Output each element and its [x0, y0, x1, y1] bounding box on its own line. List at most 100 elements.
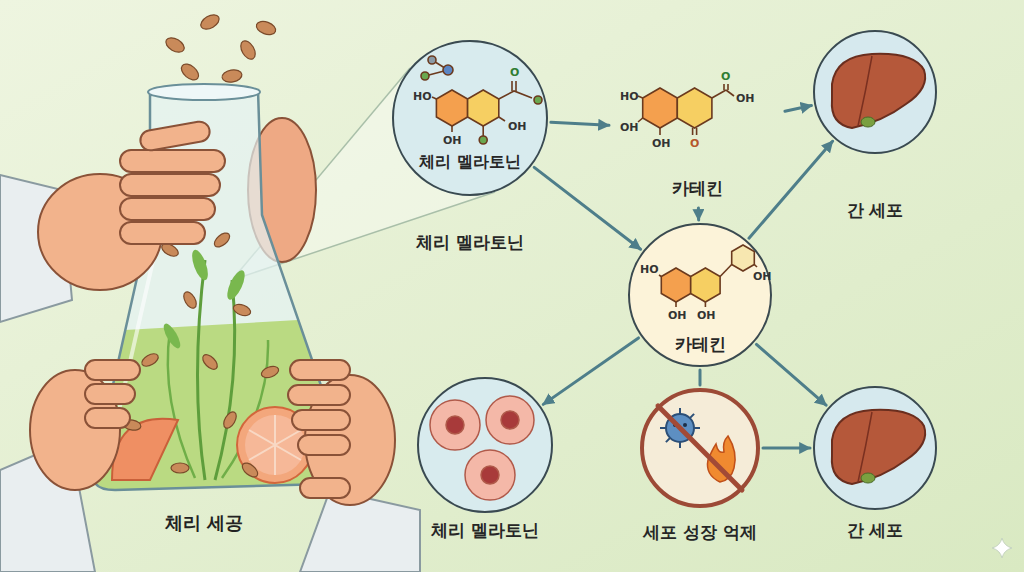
atom-ball: [534, 96, 542, 104]
ring: [436, 90, 467, 126]
liver-circle: 간 세포: [813, 386, 937, 510]
bond: [692, 128, 694, 135]
ring: [691, 268, 720, 302]
left-hand: [0, 120, 225, 322]
bond: [638, 96, 643, 98]
sprout-stem: [198, 260, 206, 480]
node-caption: 체리 멜라토닌: [416, 232, 524, 252]
bond: [499, 117, 505, 121]
inhibition-circle: 세포 성장 억제: [640, 388, 760, 508]
atom-label: OH: [736, 92, 755, 105]
thumb: [139, 120, 211, 152]
ring: [677, 88, 712, 128]
liver-shape: [832, 410, 925, 484]
seed: [140, 351, 161, 369]
seed: [200, 352, 220, 372]
liver: [832, 54, 925, 128]
flow-arrow: [697, 208, 700, 220]
finger: [120, 198, 215, 220]
ring: [468, 90, 499, 126]
seed: [232, 302, 252, 318]
bond: [726, 90, 734, 96]
cell-nucleus: [446, 416, 464, 434]
bond: [659, 128, 661, 135]
cell-nucleus: [481, 466, 499, 484]
node-caption: 체리 멜라토닌: [431, 520, 539, 540]
bond: [482, 126, 484, 136]
lower-left-hand: [0, 360, 140, 572]
bond: [451, 126, 453, 132]
cell-nucleus: [501, 411, 519, 429]
bond: [712, 90, 726, 98]
cell-circle: 체리 멜라토닌: [417, 377, 553, 513]
sprout-stem: [168, 330, 195, 478]
seed: [171, 463, 189, 473]
atom-ball: [443, 65, 453, 75]
magnifier-circle: 체리 멜라토닌체리 멜라토닌: [392, 40, 548, 196]
node-caption: 간 세포: [847, 200, 904, 220]
bond: [705, 302, 707, 307]
seed: [260, 364, 280, 380]
liver-lobe: [858, 56, 872, 126]
sparkle-watermark: [992, 538, 1012, 558]
finger: [290, 360, 350, 380]
node-label: 카테킨: [675, 334, 726, 354]
bond: [720, 265, 732, 277]
cells: [430, 396, 534, 500]
finger: [85, 384, 135, 404]
flow-arrow: [756, 344, 826, 405]
seed: [221, 68, 243, 83]
inhibition-icon: [658, 406, 742, 490]
virus-eye: [683, 423, 687, 427]
finger: [85, 408, 130, 428]
liver: [832, 410, 925, 484]
ring: [643, 88, 678, 128]
thumb: [300, 478, 350, 498]
finger: [120, 174, 220, 196]
node-caption: 세포 성장 억제: [643, 522, 757, 542]
finger: [120, 222, 205, 244]
bond: [432, 97, 436, 99]
node-caption: 간 세포: [847, 520, 904, 540]
atom-label: OH: [697, 309, 716, 322]
circle-fill: [813, 386, 937, 510]
bond: [727, 84, 729, 90]
ring: [732, 245, 755, 271]
seed: [198, 12, 221, 32]
atom-label: OH: [620, 121, 639, 134]
liver-lobe: [858, 412, 872, 482]
seed: [212, 230, 232, 249]
prohibition-slash: [658, 406, 742, 490]
bond: [659, 275, 661, 277]
seed: [255, 19, 278, 37]
seed: [238, 38, 258, 61]
sprout-leaf: [161, 321, 184, 350]
bond: [499, 91, 532, 99]
gallbladder: [861, 473, 875, 483]
atom-ball: [479, 136, 487, 144]
finger: [85, 360, 140, 380]
finger: [298, 435, 350, 455]
flow-arrow: [534, 167, 640, 249]
flow-arrow: [699, 370, 702, 385]
flow-arrow: [785, 106, 811, 112]
atom-label: O: [721, 70, 730, 83]
sprout-stem: [215, 280, 235, 480]
seed: [181, 290, 199, 311]
ring: [661, 268, 690, 302]
atom-label: OH: [443, 134, 462, 147]
lower-right-hand: [288, 360, 420, 572]
liver-shape: [832, 54, 925, 128]
bond: [754, 265, 757, 268]
atom-label: HO: [640, 263, 659, 276]
bond: [696, 128, 698, 135]
bond: [638, 118, 643, 122]
seed: [178, 61, 201, 83]
circle-fill: [417, 377, 553, 513]
circle-fill: [392, 40, 548, 196]
finger: [292, 410, 350, 430]
atom-label: OH: [508, 120, 527, 133]
